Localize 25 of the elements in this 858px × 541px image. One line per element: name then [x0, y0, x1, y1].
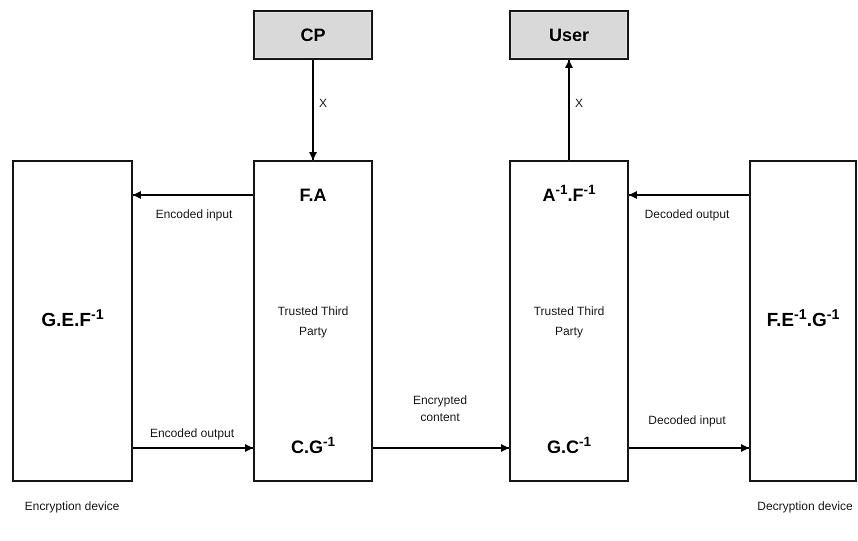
formula-text: F.A: [300, 184, 326, 207]
node-caption: Decryption device: [756, 498, 854, 515]
process-box: [749, 160, 857, 482]
formula-text: A$^{-1}$.F$^{-1}$: [542, 182, 596, 207]
formula-text: G.E.F$^{-1}$: [41, 308, 104, 333]
process-box: [509, 160, 629, 482]
arrow: [133, 191, 253, 199]
formula-text: C.G$^{-1}$: [290, 434, 336, 459]
entity-name: User: [548, 24, 590, 47]
arrow: [565, 60, 573, 160]
process-box: [12, 160, 133, 482]
arrow: [629, 444, 749, 452]
role-text: Trusted Third Party: [532, 303, 606, 340]
entity-box: [253, 10, 373, 60]
entity-box: [509, 10, 629, 60]
process-box: [253, 160, 373, 482]
formula-text: G.C$^{-1}$: [546, 434, 592, 459]
arrow: [133, 444, 253, 452]
arrow: [373, 444, 509, 452]
node-caption: Encryption device: [24, 498, 120, 515]
formula-text: F.E$^{-1}$.G$^{-1}$: [766, 308, 840, 333]
entity-name: CP: [300, 24, 326, 47]
arrow: [629, 191, 749, 199]
role-text: Trusted Third Party: [276, 303, 350, 340]
arrow: [309, 60, 317, 160]
